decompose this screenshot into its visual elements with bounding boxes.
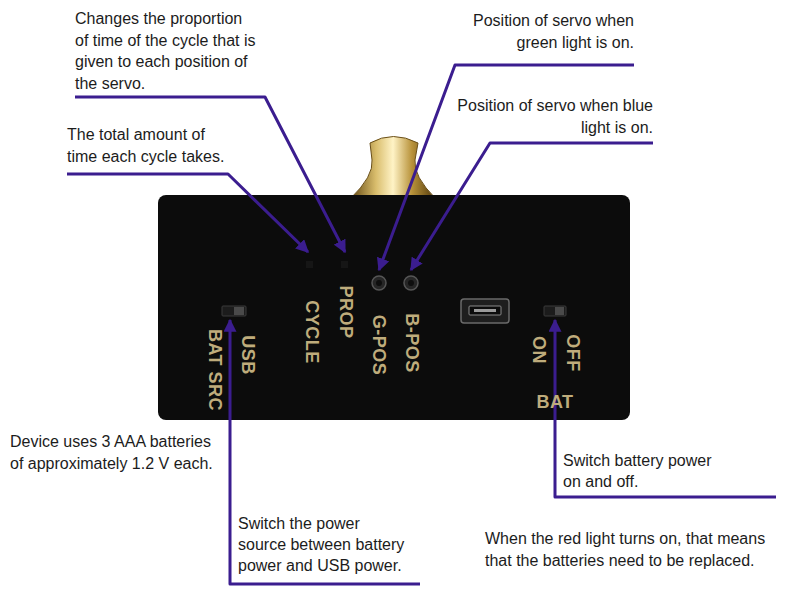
switch-nub xyxy=(234,307,244,315)
leader-line xyxy=(230,320,420,584)
panel-label: G-POS xyxy=(368,315,389,376)
panel-label: PROP xyxy=(335,285,356,338)
leader-line xyxy=(67,174,308,252)
leader-line xyxy=(379,65,634,270)
usb-port xyxy=(461,299,509,323)
trim-pot xyxy=(341,261,348,268)
led-core xyxy=(376,280,382,286)
servo-horn xyxy=(350,137,436,200)
panel-label: BAT xyxy=(536,392,573,413)
led xyxy=(404,276,418,290)
panel-label: B-POS xyxy=(401,313,422,373)
callout-text: Device uses 3 AAA batteries of approxima… xyxy=(10,431,224,474)
callout-text: Changes the proportion of time of the cy… xyxy=(75,8,257,94)
callout-text: When the red light turns on, that means … xyxy=(485,528,785,572)
callout-text: The total amount of time each cycle take… xyxy=(67,124,235,168)
callout-text: Switch the power source between battery … xyxy=(238,513,408,576)
led-core xyxy=(408,280,414,286)
leader-line xyxy=(555,320,776,497)
callout-text: Position of servo when blue light is on. xyxy=(453,95,653,138)
panel-label: OFF xyxy=(562,334,583,372)
callout-text: Switch battery power on and off. xyxy=(563,450,723,492)
panel-label: USB xyxy=(237,335,258,375)
usb-socket xyxy=(469,306,501,315)
leader-line xyxy=(411,143,653,270)
led xyxy=(372,276,386,290)
slide-switch xyxy=(222,306,246,316)
panel-label: CYCLE xyxy=(301,300,322,364)
panel-label: BAT SRC xyxy=(204,329,225,411)
callout-text: Position of servo when green light is on… xyxy=(434,10,634,53)
panel-label: ON xyxy=(528,336,549,364)
trim-pot xyxy=(306,261,313,268)
slide-switch xyxy=(544,306,566,316)
usb-pins xyxy=(474,309,496,312)
switch-nub xyxy=(555,307,564,315)
